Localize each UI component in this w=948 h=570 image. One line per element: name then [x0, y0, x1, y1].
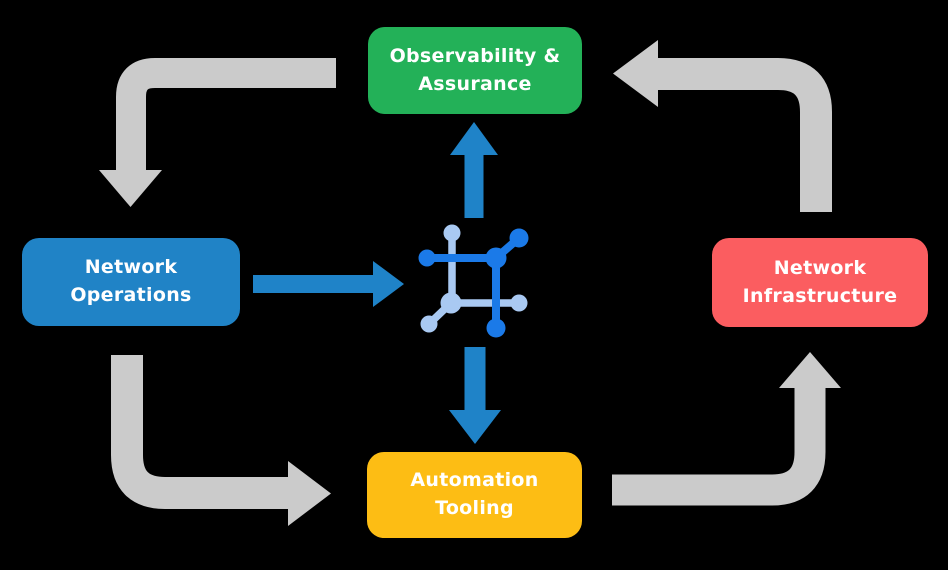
- arrow-infrastructure-to-observability: [613, 40, 832, 212]
- arrow-operations-to-automation: [111, 355, 331, 526]
- arrow-head-down: [449, 410, 501, 444]
- arrow-center-to-automation: [449, 347, 501, 444]
- arrow-head-right: [373, 261, 404, 307]
- arrow-head-down: [99, 170, 162, 207]
- node-label-line2: Infrastructure: [742, 284, 898, 307]
- node-label-line1: Observability &: [389, 44, 561, 67]
- arrow-shaft: [116, 58, 336, 173]
- arrow-shaft: [111, 355, 290, 509]
- arrow-operations-to-center: [253, 261, 404, 307]
- arrow-head-up: [450, 122, 498, 155]
- network-fabric-icon: [418, 224, 529, 338]
- node-label-line1: Network: [773, 256, 867, 279]
- node-network-infrastructure: Network Infrastructure: [712, 238, 928, 327]
- arrow-automation-to-infrastructure: [612, 352, 841, 506]
- network-icon-dark-nodes: [418, 228, 529, 338]
- node-label-line1: Network: [84, 256, 178, 279]
- arrow-shaft: [656, 58, 832, 212]
- node-network-operations: Network Operations: [22, 238, 240, 326]
- node-label-line1: Automation: [410, 469, 539, 492]
- node-observability-assurance: Observability & Assurance: [368, 27, 582, 114]
- node-label-line2: Assurance: [418, 72, 532, 95]
- network-icon-light-nodes: [420, 224, 528, 333]
- node-automation-tooling: Automation Tooling: [367, 452, 582, 538]
- node-label-line2: Operations: [70, 284, 192, 306]
- arrow-head-left: [613, 40, 658, 107]
- arrow-center-to-observability: [450, 122, 498, 218]
- arrow-head-up: [779, 352, 841, 388]
- arrow-shaft: [612, 386, 826, 506]
- arrow-observability-to-operations: [99, 58, 336, 207]
- arrow-head-right: [288, 461, 331, 526]
- node-label-line2: Tooling: [435, 497, 514, 519]
